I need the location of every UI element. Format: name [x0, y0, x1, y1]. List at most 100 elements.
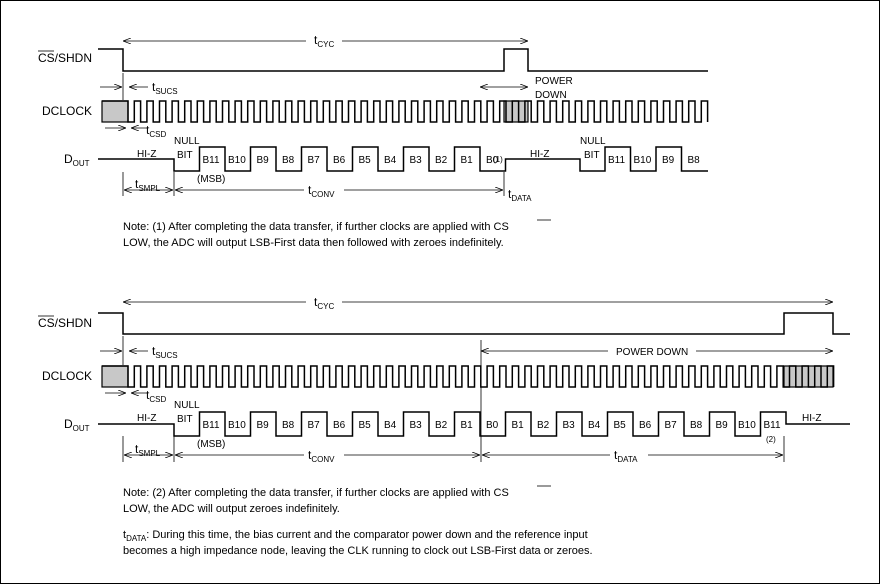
tcyc-label-bg-2	[306, 295, 342, 309]
dout-bit-b11-2-0: B11	[203, 420, 220, 431]
dout-bit-b10-2-1: B10	[228, 420, 246, 431]
dout-bit-b9-1b: B9	[662, 155, 675, 166]
dout-bit-b8-1: B8	[282, 155, 295, 166]
dout-bit-b1-2-12: B1	[512, 420, 525, 431]
dclock-label-2: DCLOCK	[42, 369, 92, 383]
dout-bit-b9-2-20: B9	[716, 420, 729, 431]
dout-bit-b9-1: B9	[257, 155, 270, 166]
dout-bit-b8-2-19: B8	[690, 420, 703, 431]
dclock-waveform-1	[102, 100, 709, 123]
note-2-line-1: Note: (2) After completing the data tran…	[123, 487, 509, 499]
dout-bit-b11-1b: B11	[608, 155, 625, 166]
null-label-1: NULL	[174, 136, 200, 147]
dclock-label-1: DCLOCK	[42, 104, 92, 118]
tcsd-label-1: tCSD	[146, 123, 166, 139]
tsucs-label-2: tSUCS	[152, 344, 178, 360]
dout-label-1: DOUT	[64, 152, 90, 168]
dout-bit-labels-1: B11 B10 B9 B8 B7 B6 B5 B4 B3 B2 B1 B0 B11 B10 B9 B8	[203, 155, 701, 166]
dclock-idle-shade-left-2	[101, 365, 129, 388]
note-1-line-1: Note: (1) After completing the data tran…	[123, 221, 509, 233]
dout-bit-b7-2-4: B7	[308, 420, 321, 431]
b11-note-2: (2)	[766, 435, 776, 444]
cs-shdn-label-2: CS/SHDN	[38, 316, 92, 330]
note-2-line-2: LOW, the ADC will output zeroes indefini…	[123, 503, 340, 515]
dout-bit-b0-1: B0	[486, 155, 499, 166]
dout-bit-b3-1: B3	[410, 155, 423, 166]
dclock-idle-shade-left-1	[101, 100, 129, 123]
hiz-label-2b: HI-Z	[802, 413, 821, 424]
dout-bit-b8-1b: B8	[688, 155, 701, 166]
dout-bit-b7-1: B7	[308, 155, 321, 166]
dout-bit-b10-1b: B10	[634, 155, 652, 166]
dout-bit-b11-2-22: B11	[764, 420, 781, 431]
dout-bit-b0-2-11: B0	[486, 420, 499, 431]
dout-bit-b2-1: B2	[435, 155, 448, 166]
tdata-label-2: tDATA	[614, 448, 638, 464]
bit-label-2: BIT	[177, 414, 193, 425]
tcyc-label-bg-1	[306, 33, 342, 47]
dout-bit-b11-1: B11	[203, 155, 220, 166]
cs-waveform-1	[98, 48, 708, 72]
tconv-label-bg-1	[304, 182, 344, 196]
dout-waveform-2	[98, 411, 850, 437]
tsucs-label-1: tSUCS	[152, 80, 178, 96]
dout-bit-b5-2-16: B5	[614, 420, 627, 431]
dout-bit-b6-2-5: B6	[333, 420, 346, 431]
dout-bit-b9-2-2: B9	[257, 420, 270, 431]
dout-bit-b3-2-8: B3	[410, 420, 423, 431]
dout-bit-b8-2-3: B8	[282, 420, 295, 431]
tconv-label-2: tCONV	[308, 448, 335, 464]
note-1-line-2: LOW, the ADC will output LSB-First data …	[123, 237, 504, 249]
tconv-label-bg-2	[304, 447, 344, 461]
dout-bit-b1-1: B1	[461, 155, 474, 166]
tsmpl-label-1: tSMPL	[135, 177, 161, 193]
dout-bit-b3-2-14: B3	[563, 420, 576, 431]
dout-bit-b7-2-18: B7	[665, 420, 678, 431]
dout-bit-b6-1: B6	[333, 155, 346, 166]
dout-bit-b6-2-17: B6	[639, 420, 652, 431]
tsmpl-label-2: tSMPL	[135, 442, 161, 458]
tcsd-label-2: tCSD	[146, 388, 166, 404]
dout-waveform-1	[98, 146, 708, 172]
tconv-label-1: tCONV	[308, 183, 335, 199]
powerdown-label-2: POWER DOWN	[616, 347, 688, 358]
msb-label-2: (MSB)	[197, 439, 225, 450]
powerdown-label-bg-2	[608, 344, 696, 358]
tdata-note-line-2: becomes a high impedance node, leaving t…	[123, 545, 593, 557]
dout-bit-b5-2-6: B5	[359, 420, 372, 431]
dout-bit-b5-1: B5	[359, 155, 372, 166]
tdata-label-1: tDATA	[508, 187, 532, 203]
hiz-label-1: HI-Z	[137, 149, 156, 160]
dout-bit-b2-2-9: B2	[435, 420, 448, 431]
hiz-label-1b: HI-Z	[530, 149, 549, 160]
dout-bit-b2-2-13: B2	[537, 420, 550, 431]
tdata-note-line-1: tDATA: During this time, the bias curren…	[123, 529, 588, 543]
diagram-1: CS/SHDN DCLOCK DOUT tCYC tSUCS POWER DOW…	[38, 33, 709, 249]
tdata-label-bg-2	[610, 447, 648, 461]
null-label-1b: NULL	[580, 136, 606, 147]
power-label-1: POWER	[535, 76, 573, 87]
dout-bit-b10-2-21: B10	[738, 420, 756, 431]
hiz-label-2: HI-Z	[137, 413, 156, 424]
diagram-2: CS/SHDN DCLOCK DOUT tCYC tSUCS POWER DOW…	[38, 295, 850, 557]
null-label-2: NULL	[174, 400, 200, 411]
dout-bit-b10-1: B10	[228, 155, 246, 166]
dout-label-2: DOUT	[64, 417, 90, 433]
dout-bit-b1-2-10: B1	[461, 420, 474, 431]
b0-note-1: (1)	[493, 155, 503, 164]
cs-waveform-2	[98, 312, 850, 335]
cs-shdn-label-1: CS/SHDN	[38, 51, 92, 65]
tcyc-label-2: tCYC	[314, 295, 334, 311]
tcyc-label-1: tCYC	[314, 33, 334, 49]
dout-bit-labels-2: B11 B10 B9 B8 B7 B6 B5 B4 B3 B2 B1 B0 B1 B2 B3 B4 B5 B6 B7…	[203, 420, 781, 431]
dout-bit-b4-1: B4	[384, 155, 397, 166]
bit-label-1: BIT	[177, 150, 193, 161]
dclock-waveform-2	[102, 365, 835, 388]
dout-bit-b4-2-7: B4	[384, 420, 397, 431]
bit-label-1b: BIT	[584, 150, 600, 161]
dout-bit-b4-2-15: B4	[588, 420, 601, 431]
down-label-1: DOWN	[535, 90, 567, 101]
msb-label-1: (MSB)	[197, 174, 225, 185]
